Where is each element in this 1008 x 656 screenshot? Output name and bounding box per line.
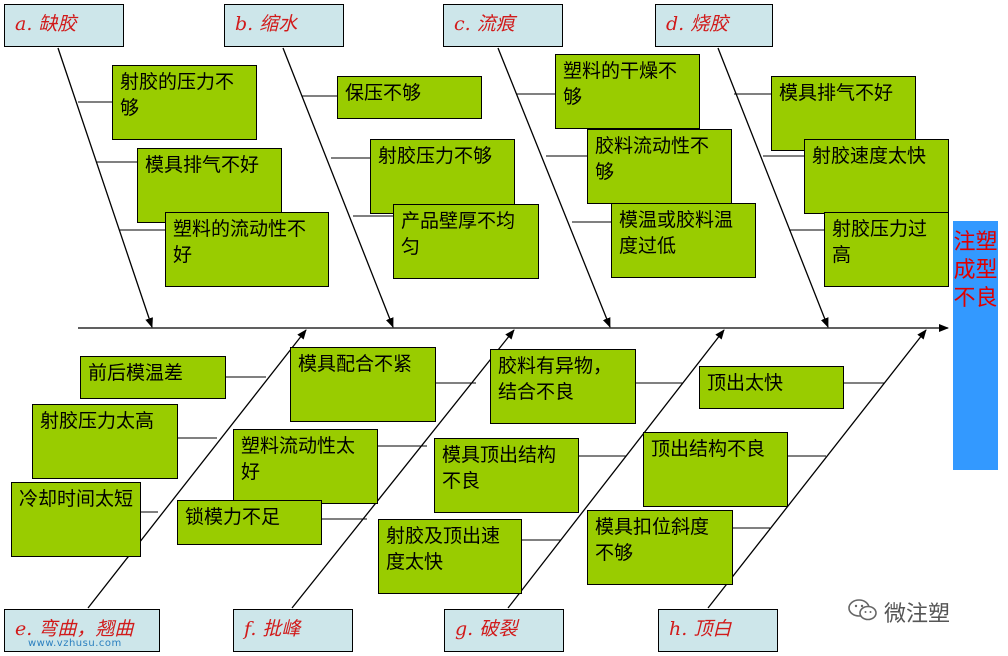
- cause-d-3: 射胶压力过高: [824, 212, 949, 287]
- bone-h: [707, 329, 927, 609]
- sub-bones: [78, 93, 884, 541]
- bone-b: [282, 47, 394, 328]
- category-h: h. 顶白: [658, 609, 778, 652]
- cause-f-1: 模具配合不紧: [290, 347, 436, 422]
- cause-h-3: 模具扣位斜度不够: [587, 510, 733, 585]
- cause-e-1: 前后模温差: [80, 356, 226, 399]
- cause-d-2: 射胶速度太快: [804, 139, 949, 214]
- category-g: g. 破裂: [444, 609, 564, 652]
- cause-b-2: 射胶压力不够: [370, 139, 515, 214]
- cause-e-3: 冷却时间太短: [11, 482, 141, 557]
- cause-g-2: 模具顶出结构不良: [434, 438, 579, 513]
- watermark-site: www.vzhusu.com: [28, 638, 122, 649]
- wechat-icon: [848, 598, 878, 626]
- category-a: a. 缺胶: [4, 4, 124, 47]
- bone-a: [57, 47, 153, 328]
- cause-g-1: 胶料有异物，结合不良: [490, 349, 636, 424]
- cause-h-1: 顶出太快: [699, 366, 844, 409]
- category-e: e. 弯曲，翘曲: [4, 609, 160, 652]
- cause-f-2: 塑料流动性太好: [233, 429, 378, 504]
- cause-h-2: 顶出结构不良: [643, 432, 788, 507]
- cause-c-2: 胶料流动性不够: [587, 129, 732, 204]
- category-d: d. 烧胶: [655, 4, 773, 47]
- category-c: c. 流痕: [443, 4, 563, 47]
- category-f: f. 批峰: [233, 609, 353, 652]
- cause-b-1: 保压不够: [337, 76, 482, 119]
- bone-e: [87, 329, 307, 609]
- effect-box: 注塑成型不良: [953, 221, 998, 470]
- cause-a-1: 射胶的压力不够: [112, 65, 257, 140]
- cause-c-1: 塑料的干燥不够: [555, 54, 700, 129]
- bone-f: [291, 329, 515, 609]
- cause-a-2: 模具排气不好: [137, 148, 282, 223]
- cause-b-3: 产品壁厚不均匀: [393, 204, 539, 279]
- cause-a-3: 塑料的流动性不好: [165, 212, 329, 287]
- watermark-brand: 微注塑: [848, 596, 950, 628]
- cause-f-3: 锁模力不足: [177, 500, 322, 545]
- cause-e-2: 射胶压力太高: [32, 404, 178, 479]
- category-b: b. 缩水: [224, 4, 344, 47]
- cause-g-3: 射胶及顶出速度太快: [378, 519, 522, 594]
- bone-g: [507, 329, 725, 609]
- cause-d-1: 模具排气不好: [771, 76, 916, 151]
- cause-c-3: 模温或胶料温度过低: [611, 203, 756, 278]
